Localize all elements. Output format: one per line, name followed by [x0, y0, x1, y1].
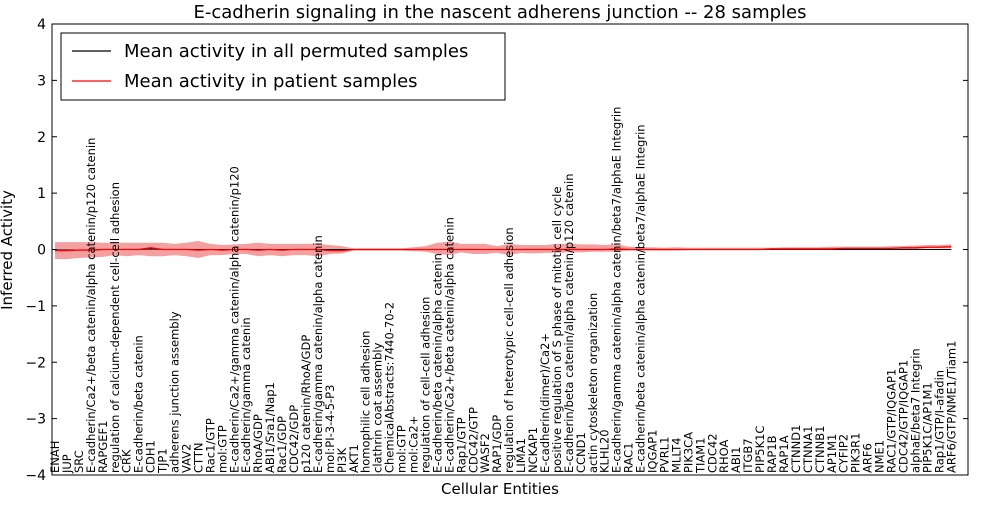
x-tick-label: CDC42 [705, 433, 719, 473]
x-tick-label: E-cadherin/beta catenin [132, 335, 146, 473]
x-tick-label: ITGB7 [741, 438, 755, 473]
x-tick-label: Rac1/GDP [275, 416, 289, 473]
x-tick-label: regulation of cell-cell adhesion [418, 297, 432, 473]
x-tick-label: CCND1 [574, 432, 588, 473]
x-tick-label: mol:Ca2+ [407, 416, 421, 473]
x-tick-label: PI3K [335, 447, 349, 473]
legend-patient-label: Mean activity in patient samples [124, 71, 418, 92]
x-tick-label: PIP5K1C [753, 426, 767, 473]
x-tick-label: PIK3CA [681, 432, 695, 473]
x-tick-label: ARF6 [861, 443, 875, 473]
y-tick-label: 1 [37, 186, 46, 202]
x-tick-label: VAV2 [179, 444, 193, 473]
x-tick-label: E-cadherin/beta catenin/alpha catenin [430, 253, 444, 473]
x-tick-label: AP1M1 [825, 434, 839, 473]
x-tick-label: p120 catenin/RhoA/GDP [299, 335, 313, 473]
x-tick-label: mol:PI-3-4-5-P3 [323, 385, 337, 473]
y-tick-label: −2 [25, 355, 46, 371]
legend-permuted-label: Mean activity in all permuted samples [124, 41, 468, 62]
x-tick-label: CDH1 [144, 440, 158, 473]
x-tick-label: RAP1A [777, 435, 791, 473]
x-tick-label: NME1 [873, 440, 887, 473]
x-tick-label: mol:GTP [395, 425, 409, 473]
y-tick-label: −4 [25, 468, 46, 484]
x-tick-label: E-cadherin/beta catenin/alpha catenin/p1… [562, 174, 576, 474]
x-tick-label: KLHL20 [598, 429, 612, 473]
x-tick-label: RAC1/GTP/IQGAP1 [885, 369, 899, 473]
x-tick-label: CTNNA1 [801, 426, 815, 473]
x-tick-label: ABI1 [729, 447, 743, 473]
x-tick-label: WASF2 [478, 433, 492, 473]
x-tick-label: E-cadherin/Ca2+/beta catenin/alpha caten… [442, 217, 456, 473]
chart-title: E-cadherin signaling in the nascent adhe… [193, 2, 806, 23]
x-tick-label: TIAM1 [693, 437, 707, 474]
x-tick-label: ABI1/Sra1/Nap1 [263, 382, 277, 473]
x-tick-label: mol:GTP [215, 425, 229, 473]
x-tick-label: CTNND1 [789, 425, 803, 473]
x-tick-label: RhoA/GDP [251, 414, 265, 473]
x-tick-label: E-cadherin/beta catenin/alpha catenin/be… [634, 124, 648, 473]
x-tick-label: E-cadherin/Ca2+/beta catenin/alpha caten… [84, 138, 98, 473]
x-tick-label: Rap1/GTP/I-afadin [932, 370, 946, 473]
x-tick-label: E-cadherin/Ca2+/gamma catenin/alpha cate… [227, 166, 241, 473]
x-tick-label: E-cadherin/gamma catenin/alpha catenin [311, 235, 325, 473]
x-tick-label: RAP1B [765, 435, 779, 473]
x-tick-label: RAC1 [622, 442, 636, 473]
x-tick-label: ARF6/GTP/NME1/Tiam1 [944, 341, 958, 473]
x-tick-label: RHOA [717, 440, 731, 473]
x-tick-label: CDC42/GTP/IQGAP1 [896, 360, 910, 473]
x-tick-label: adherens junction assembly [168, 311, 182, 473]
y-tick-label: −1 [25, 299, 46, 315]
x-tick-label: SRC [72, 450, 86, 473]
patient-mean-line [55, 246, 952, 252]
legend-box [60, 32, 506, 101]
x-tick-label: actin cytoskeleton organization [586, 293, 600, 473]
x-axis-label: Cellular Entities [441, 480, 559, 498]
x-tick-label: AKT1 [347, 444, 361, 473]
x-tick-label: E-cadherin/gamma catenin [239, 317, 253, 473]
x-tick-label: ChemicalAbstracts:7440-70-2 [383, 302, 397, 473]
x-tick-label: E-cadherin(dimer)/Ca2+ [538, 333, 552, 473]
x-tick-label: MLLT4 [669, 438, 683, 474]
x-tick-label: TJP1 [156, 448, 170, 474]
x-tick-label: NCKAP1 [526, 427, 540, 473]
y-tick-label: 4 [37, 17, 46, 33]
x-tick-label: LIMA1 [514, 438, 528, 473]
x-tick-label: alphaE/beta7 Integrin [908, 348, 922, 473]
x-tick-label: Rap1/GTP [454, 417, 468, 473]
x-tick-label: CTTN [191, 443, 205, 473]
x-tick-label: CYFIP2 [837, 434, 851, 473]
x-tick-label: homophilic cell adhesion [359, 331, 373, 473]
x-tick-label: Rac1/GTP [203, 418, 217, 473]
x-tick-label: E-cadherin/gamma catenin/alpha catenin/b… [610, 107, 624, 473]
y-axis-label: Inferred Activity [0, 190, 16, 310]
y-tick-label: 2 [37, 130, 46, 146]
x-tick-label: PIP5K1C/AP1M1 [920, 382, 934, 473]
x-tick-label: positive regulation of S phase of mitoti… [550, 187, 564, 473]
x-tick-label: PIK3R1 [849, 433, 863, 474]
x-tick-label: RAPGEF1 [96, 421, 110, 473]
plot-frame [51, 23, 969, 476]
x-tick-label: CRK [120, 449, 134, 473]
x-tick-label: regulation of calcium-dependent cell-cel… [108, 182, 122, 473]
x-tick-label: CDC42/GTP [466, 407, 480, 473]
x-tick-label: IQGAP1 [646, 430, 660, 473]
x-tick-label: PVRL1 [657, 436, 671, 473]
x-tick-label: regulation of heterotypic cell-cell adhe… [502, 227, 516, 473]
x-tick-label: RAP1/GDP [490, 415, 504, 473]
legend: Mean activity in all permuted samplesMea… [60, 32, 506, 101]
y-tick-label: 3 [37, 73, 46, 89]
y-tick-label: −3 [25, 412, 46, 428]
y-tick-label: 0 [37, 243, 46, 259]
x-tick-label: JUP [60, 454, 74, 474]
x-tick-label: clathrin coat assembly [371, 342, 385, 473]
x-tick-label: CTNNB1 [813, 426, 827, 473]
x-tick-label: CDC42/GDP [287, 405, 301, 473]
